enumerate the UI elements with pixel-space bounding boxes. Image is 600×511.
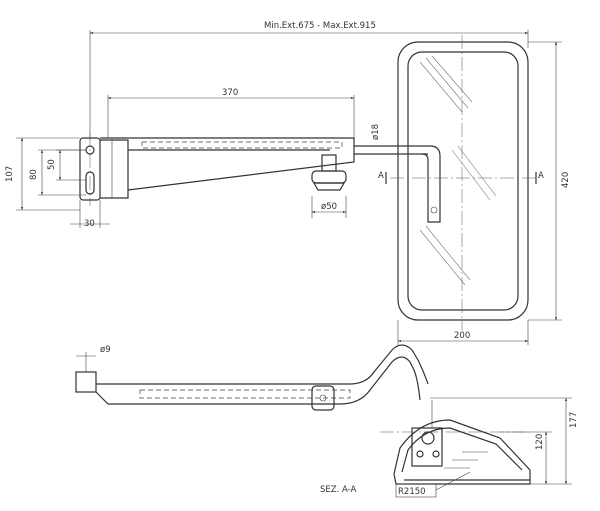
section-title: SEZ. A-A	[320, 485, 357, 495]
arm-tube: ø18	[100, 124, 441, 223]
pin-diameter-label: ø9	[100, 345, 111, 355]
arm-length-label: 370	[222, 88, 238, 98]
section-mark-right: A	[538, 171, 544, 181]
clamp-knob: ø50	[311, 154, 347, 218]
section-annotations: SEZ. A-A R2150	[320, 471, 471, 498]
bracket-height-label: 107	[5, 166, 15, 182]
bracket-width-label: 30	[84, 219, 95, 229]
side-dimensions: 177 120	[430, 397, 579, 485]
mirror-head	[390, 35, 540, 330]
mirror-radius-label: R2150	[398, 487, 426, 497]
mirror-section	[380, 400, 531, 485]
top-view: Min.Ext.675 - Max.Ext.915 370	[5, 21, 571, 345]
pivot-pin: ø9	[75, 345, 111, 393]
ext-range-dimension: Min.Ext.675 - Max.Ext.915	[89, 21, 529, 140]
arm-length-dimension: 370	[107, 88, 355, 138]
section-mark-left: A	[378, 171, 384, 181]
wall-bracket	[79, 132, 129, 206]
side-height-mirror-label: 120	[535, 434, 545, 450]
side-height-total-label: 177	[569, 412, 579, 428]
mirror-width-label: 200	[454, 331, 470, 341]
bracket-hole-spacing-label: 80	[29, 169, 39, 180]
knob-diameter-label: ø50	[321, 202, 337, 212]
ext-range-label: Min.Ext.675 - Max.Ext.915	[264, 21, 376, 31]
section-marks: A A	[378, 171, 544, 184]
tube-diameter-label: ø18	[371, 124, 381, 140]
mirror-height-label: 420	[561, 172, 571, 188]
side-arm	[95, 344, 429, 411]
side-view: ø9 177	[75, 344, 579, 498]
bracket-slot-label: 50	[47, 159, 57, 170]
mirror-dimensions: 420 200	[397, 41, 571, 345]
bracket-dimensions: 107 80 50 30	[5, 137, 110, 229]
